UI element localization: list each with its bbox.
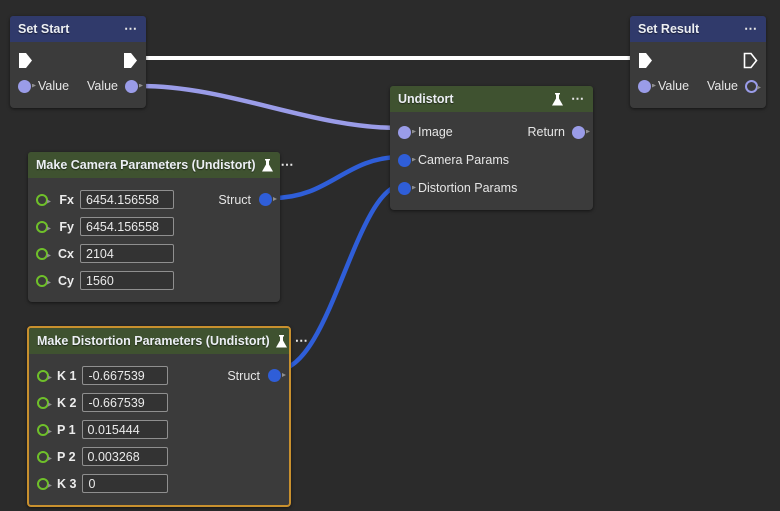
input-pin-distortion-params[interactable] — [398, 181, 416, 195]
field-row-p2: P 2 0.003268 — [29, 443, 289, 470]
node-title: Undistort — [398, 92, 454, 106]
field-input-k1[interactable]: -0.667539 — [82, 366, 169, 385]
ellipsis-icon[interactable]: ⋯ — [124, 21, 138, 36]
field-row-k2: K 2 -0.667539 — [29, 389, 289, 416]
field-input-cx[interactable]: 2104 — [80, 244, 174, 263]
node-body: K 1 -0.667539 Struct K 2 -0.667539 P 1 0… — [29, 354, 289, 505]
node-body: Image Return Camera Params Distortion Pa… — [390, 112, 593, 210]
node-make-camera-parameters[interactable]: Make Camera Parameters (Undistort) ⋯ Fx … — [28, 152, 294, 302]
input-label-value: Value — [38, 79, 70, 93]
field-label-cy: Cy — [58, 273, 74, 288]
output-pin-return[interactable] — [572, 125, 590, 139]
field-label-cx: Cx — [58, 246, 74, 261]
node-set-result[interactable]: Set Result ⋯ Value Value — [630, 16, 766, 108]
input-pin-k1[interactable] — [37, 369, 52, 382]
output-label-value: Value — [706, 79, 738, 93]
node-title: Make Distortion Parameters (Undistort) — [37, 334, 270, 348]
node-undistort[interactable]: Undistort ⋯ Image Return Camera Params D… — [390, 86, 593, 210]
field-input-fy[interactable]: 6454.156558 — [80, 217, 174, 236]
input-label-camera-params: Camera Params — [418, 153, 509, 167]
output-label-struct: Struct — [218, 192, 251, 207]
output-pin-struct[interactable] — [268, 369, 286, 382]
ellipsis-icon[interactable]: ⋯ — [280, 157, 295, 172]
input-pin-fy[interactable] — [36, 220, 51, 233]
field-input-cy[interactable]: 1560 — [80, 271, 174, 290]
field-label-p2: P 2 — [57, 449, 76, 464]
input-pin-k3[interactable] — [37, 477, 52, 490]
ellipsis-icon[interactable]: ⋯ — [294, 333, 309, 348]
field-label-k1: K 1 — [57, 368, 77, 383]
field-label-fx: Fx — [59, 192, 74, 207]
input-pin-k2[interactable] — [37, 396, 52, 409]
input-pin-image[interactable] — [398, 125, 416, 139]
input-pin-p2[interactable] — [37, 450, 52, 463]
node-make-distortion-parameters[interactable]: Make Distortion Parameters (Undistort) ⋯… — [27, 326, 308, 507]
field-row-fx: Fx 6454.156558 Struct — [28, 186, 280, 213]
field-row-fy: Fy 6454.156558 — [28, 213, 280, 240]
node-title: Set Result — [638, 22, 700, 36]
node-title: Set Start — [18, 22, 70, 36]
field-input-k2[interactable]: -0.667539 — [82, 393, 169, 412]
exec-triangle-outline-icon[interactable] — [743, 52, 758, 69]
node-title: Make Camera Parameters (Undistort) — [36, 158, 256, 172]
node-header-make-camera-parameters[interactable]: Make Camera Parameters (Undistort) ⋯ — [28, 152, 294, 178]
field-row-k1: K 1 -0.667539 Struct — [29, 362, 289, 389]
input-label-image: Image — [418, 125, 453, 139]
field-input-p2[interactable]: 0.003268 — [81, 447, 168, 466]
input-pin-value[interactable] — [18, 79, 36, 93]
input-pin-p1[interactable] — [37, 423, 52, 436]
node-body: Value Value — [10, 42, 146, 108]
field-label-k2: K 2 — [57, 395, 77, 410]
exec-triangle-icon[interactable] — [123, 52, 138, 69]
field-label-fy: Fy — [59, 219, 74, 234]
field-row-cx: Cx 2104 — [28, 240, 280, 267]
pin-row-distortion-params: Distortion Params — [390, 174, 593, 202]
node-header-set-start[interactable]: Set Start ⋯ — [10, 16, 146, 42]
exec-row — [630, 48, 766, 72]
field-row-p1: P 1 0.015444 — [29, 416, 289, 443]
pin-row-camera-params: Camera Params — [390, 146, 593, 174]
input-pin-cx[interactable] — [36, 247, 51, 260]
value-pin-row: Value Value — [10, 72, 146, 100]
flask-icon — [552, 92, 563, 105]
field-label-k3: K 3 — [57, 476, 77, 491]
ellipsis-icon[interactable]: ⋯ — [571, 91, 585, 106]
node-body: Value Value — [630, 42, 766, 108]
output-pin-value[interactable] — [745, 79, 761, 93]
input-pin-fx[interactable] — [36, 193, 51, 206]
node-header-set-result[interactable]: Set Result ⋯ — [630, 16, 766, 42]
field-label-p1: P 1 — [57, 422, 76, 437]
input-label-value: Value — [658, 79, 690, 93]
exec-triangle-icon[interactable] — [638, 52, 653, 69]
field-input-k3[interactable]: 0 — [82, 474, 169, 493]
exec-triangle-icon[interactable] — [18, 52, 33, 69]
ellipsis-icon[interactable]: ⋯ — [744, 21, 758, 36]
node-header-make-distortion-parameters[interactable]: Make Distortion Parameters (Undistort) ⋯ — [29, 328, 308, 354]
pin-row-image: Image Return — [390, 118, 593, 146]
field-row-k3: K 3 0 — [29, 470, 289, 497]
exec-row — [10, 48, 146, 72]
field-input-fx[interactable]: 6454.156558 — [80, 190, 174, 209]
input-pin-cy[interactable] — [36, 274, 51, 287]
field-row-cy: Cy 1560 — [28, 267, 280, 294]
output-pin-value[interactable] — [125, 79, 143, 93]
node-header-undistort[interactable]: Undistort ⋯ — [390, 86, 593, 112]
flask-icon — [275, 334, 287, 347]
node-body: Fx 6454.156558 Struct Fy 6454.156558 Cx … — [28, 178, 280, 302]
output-label-struct: Struct — [227, 368, 260, 383]
field-input-p1[interactable]: 0.015444 — [81, 420, 168, 439]
input-pin-value[interactable] — [638, 79, 656, 93]
value-pin-row: Value Value — [630, 72, 766, 100]
output-pin-struct[interactable] — [259, 193, 277, 206]
node-set-start[interactable]: Set Start ⋯ Value Value — [10, 16, 146, 108]
output-label-return: Return — [527, 125, 565, 139]
input-pin-camera-params[interactable] — [398, 153, 416, 167]
output-label-value: Value — [86, 79, 118, 93]
wire-value-to-image — [139, 83, 400, 131]
input-label-distortion-params: Distortion Params — [418, 181, 518, 195]
flask-icon — [261, 158, 273, 171]
